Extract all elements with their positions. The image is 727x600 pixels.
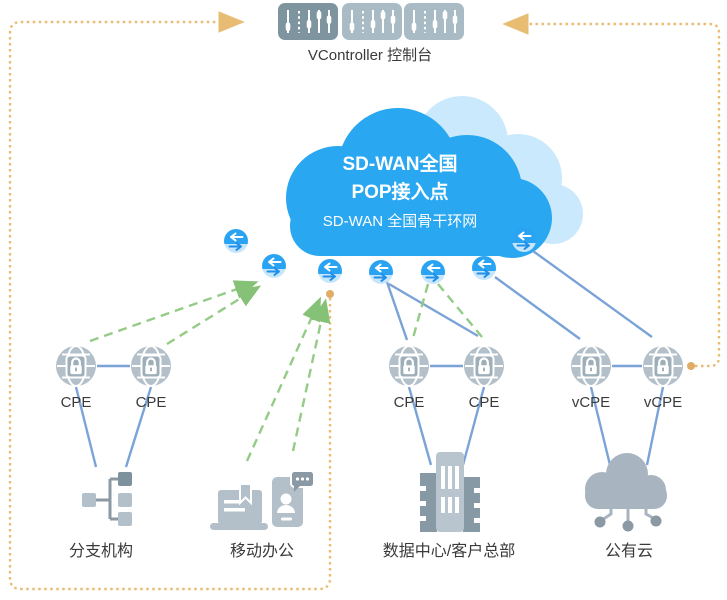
sliders-icon xyxy=(342,3,402,40)
cloud-subtitle: SD-WAN 全国骨干环网 xyxy=(322,213,478,230)
cloud-title-line2: POP接入点 xyxy=(351,182,449,203)
transfer-icon xyxy=(224,229,248,253)
globe-lock-icon xyxy=(643,346,683,386)
pop-cloud xyxy=(286,108,552,258)
cpe-label: CPE xyxy=(468,394,500,411)
transfer-icon xyxy=(421,260,445,284)
edge-node-icons xyxy=(56,346,683,386)
pop-cloud-text: SD-WAN全国 POP接入点 SD-WAN 全国骨干环网 xyxy=(288,151,512,232)
site-label-publiccloud: 公有云 xyxy=(604,543,653,560)
site-label-mobile: 移动办公 xyxy=(229,543,294,560)
globe-lock-icon xyxy=(571,346,611,386)
vcontroller-icons xyxy=(278,3,464,40)
globe-lock-icon xyxy=(131,346,171,386)
cpe-label: CPE xyxy=(135,394,167,411)
cpe-label: CPE xyxy=(393,394,425,411)
sliders-icon xyxy=(404,3,464,40)
management-path-left xyxy=(8,11,334,591)
site-label-datacenter: 数据中心/客户总部 xyxy=(382,543,516,560)
sliders-icon xyxy=(278,3,338,40)
cpe-label: CPE xyxy=(60,394,92,411)
vcpe-label: vCPE xyxy=(643,394,683,411)
management-path-right xyxy=(502,13,721,370)
globe-lock-icon xyxy=(389,346,429,386)
controller-label: VController 控制台 xyxy=(307,47,433,64)
vcpe-label: vCPE xyxy=(571,394,611,411)
cloud-title-line1: SD-WAN全国 xyxy=(342,154,458,175)
globe-lock-icon xyxy=(56,346,96,386)
transfer-icon xyxy=(472,256,496,280)
branch-tree-icon xyxy=(82,472,132,526)
transfer-icon xyxy=(369,260,393,284)
data-links xyxy=(74,250,665,468)
laptop-icon xyxy=(210,483,268,530)
phone-chat-icon xyxy=(272,470,315,527)
globe-lock-icon xyxy=(464,346,504,386)
transfer-icon xyxy=(262,254,286,278)
transfer-icon xyxy=(512,228,536,252)
transfer-icon xyxy=(318,259,342,283)
site-label-branch: 分支机构 xyxy=(68,543,133,560)
cloud-network-icon xyxy=(585,453,667,532)
building-icon xyxy=(420,452,480,532)
overlay-links xyxy=(89,280,483,462)
